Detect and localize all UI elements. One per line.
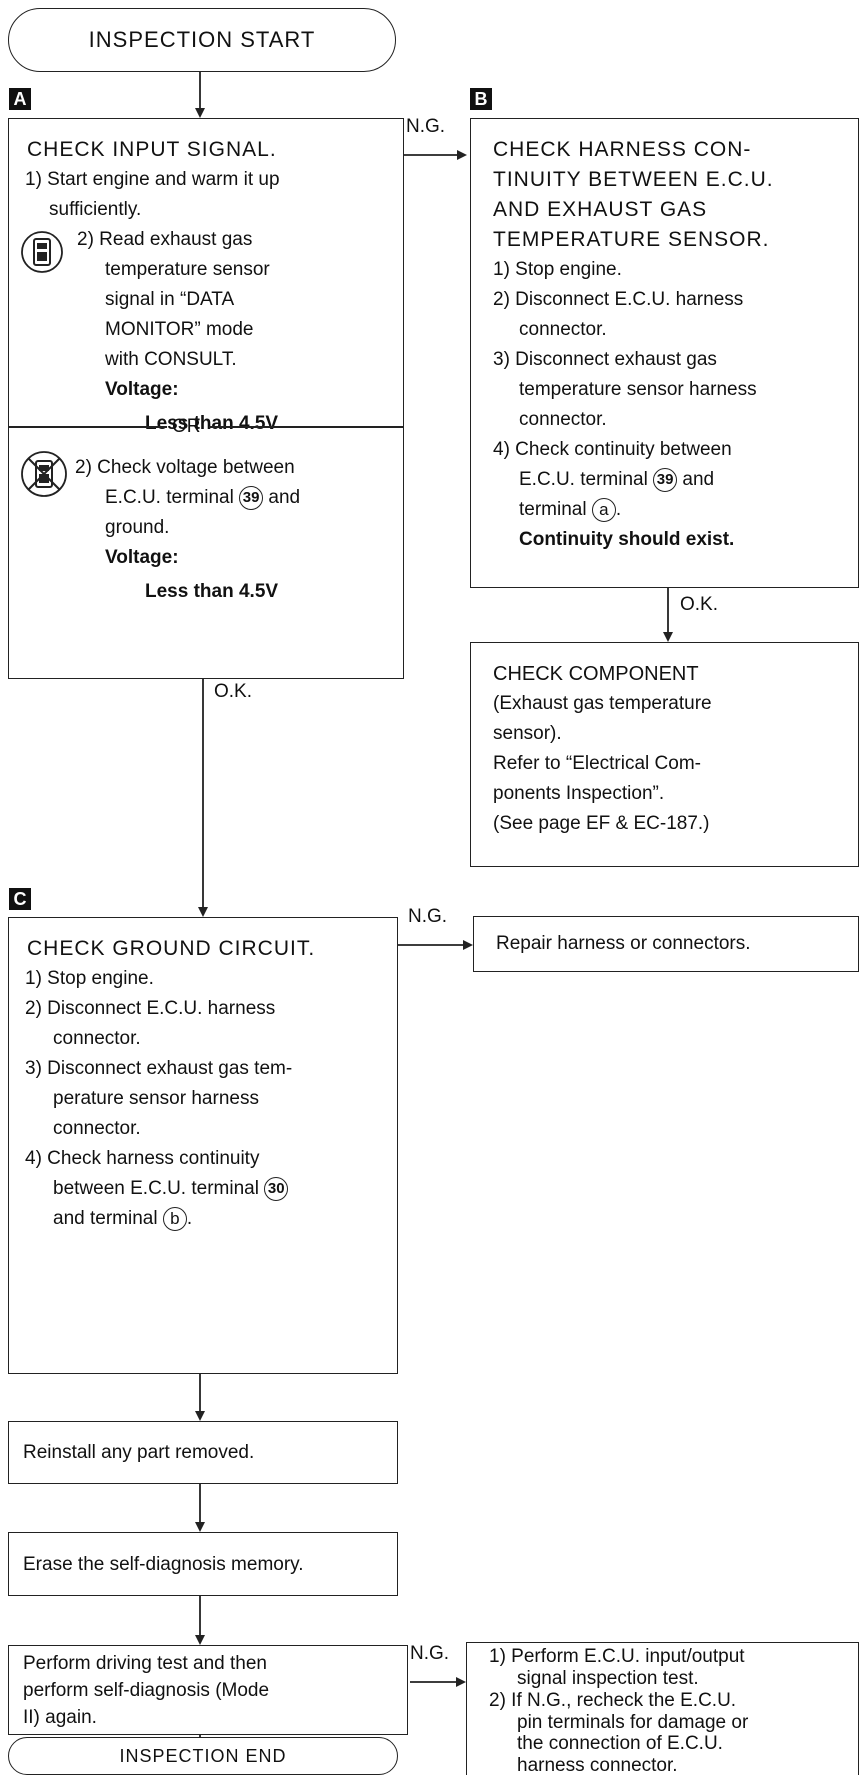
box-c-step4-line3: and terminal b. xyxy=(53,1206,193,1231)
box-b-title-line4: TEMPERATURE SENSOR. xyxy=(493,228,770,251)
box-b-title-line3: AND EXHAUST GAS xyxy=(493,198,708,221)
repair-box: Repair harness or connectors. xyxy=(473,916,859,972)
badge-a: A xyxy=(9,88,31,110)
box-a-voltage-label: Voltage: xyxy=(105,379,179,400)
no-consult-tester-icon xyxy=(19,449,69,504)
erase-box: Erase the self-diagnosis memory. xyxy=(8,1532,398,1596)
box-c-step2-line1: 2) Disconnect E.C.U. harness xyxy=(25,998,276,1019)
drive-line1: Perform driving test and then xyxy=(23,1653,267,1674)
check-component-box: CHECK COMPONENT (Exhaust gas temperature… xyxy=(470,642,859,867)
box-a-alt-line2: E.C.U. terminal 39 and xyxy=(105,483,300,513)
terminal-a-marker: a xyxy=(591,497,616,522)
box-c-step4-line2-text: between E.C.U. terminal xyxy=(53,1178,259,1199)
box-a-step2-line1: 2) Read exhaust gas xyxy=(77,229,253,250)
consult-tester-icon xyxy=(19,229,65,280)
box-b-step4-line3: terminal a. xyxy=(519,497,622,522)
badge-c: C xyxy=(9,888,31,910)
box-a-voltage-value: Less than 4.5V xyxy=(145,413,279,434)
final-line5: the connection of E.C.U. xyxy=(517,1733,723,1754)
check-ground-circuit-box: CHECK GROUND CIRCUIT. 1) Stop engine. 2)… xyxy=(8,917,398,1374)
box-a-alt-voltage-value: Less than 4.5V xyxy=(145,581,279,602)
box-b-step4-line3-text: terminal xyxy=(519,499,587,520)
box-c-step1: 1) Stop engine. xyxy=(25,968,154,989)
box-b-step4-line2-text: E.C.U. terminal xyxy=(519,469,648,490)
box-a-step1-line1: 1) Start engine and warm it up xyxy=(25,169,280,190)
box-c-step3-line1: 3) Disconnect exhaust gas tem- xyxy=(25,1058,293,1079)
box-c-step3-line3: connector. xyxy=(53,1118,141,1139)
box-b-step3-line1: 3) Disconnect exhaust gas xyxy=(493,349,717,370)
box-c-step4-line2: between E.C.U. terminal 30 xyxy=(53,1174,289,1204)
ok-label-b: O.K. xyxy=(680,594,719,615)
box-b-step3-line3: connector. xyxy=(519,409,607,430)
erase-text: Erase the self-diagnosis memory. xyxy=(23,1554,304,1575)
or-divider-left xyxy=(9,426,167,428)
terminal-30-marker: 30 xyxy=(264,1176,289,1201)
terminal-b-marker: b xyxy=(162,1206,187,1231)
box-a-step2-line4: MONITOR” mode xyxy=(105,319,254,340)
terminal-39-marker: 39 xyxy=(239,485,264,510)
check-input-signal-box: CHECK INPUT SIGNAL. 1) Start engine and … xyxy=(8,118,404,679)
start-terminal: INSPECTION START xyxy=(8,8,396,72)
box-b-step3-line2: temperature sensor harness xyxy=(519,379,757,400)
final-line4: pin terminals for damage or xyxy=(517,1712,749,1733)
box-a-title: CHECK INPUT SIGNAL. xyxy=(27,138,277,161)
reinstall-box: Reinstall any part removed. xyxy=(8,1421,398,1484)
ng-label-c: N.G. xyxy=(408,906,448,927)
component-line6: (See page EF & EC-187.) xyxy=(493,813,710,834)
box-b-step2-line1: 2) Disconnect E.C.U. harness xyxy=(493,289,744,310)
ng-label-drive: N.G. xyxy=(410,1643,450,1664)
box-b-step4-line1: 4) Check continuity between xyxy=(493,439,732,460)
drive-line2: perform self-diagnosis (Mode xyxy=(23,1680,270,1701)
box-b-step1: 1) Stop engine. xyxy=(493,259,622,280)
box-a-step1-line2: sufficiently. xyxy=(49,199,142,220)
box-b-title-line2: TINUITY BETWEEN E.C.U. xyxy=(493,168,774,191)
box-b-title-line1: CHECK HARNESS CON- xyxy=(493,138,752,161)
component-line3: sensor). xyxy=(493,723,562,744)
box-a-step2-line3: signal in “DATA xyxy=(105,289,235,310)
end-terminal: INSPECTION END xyxy=(8,1737,398,1775)
box-a-alt-line2-and: and xyxy=(268,487,301,508)
ok-label-a: O.K. xyxy=(214,681,253,702)
box-b-result: Continuity should exist. xyxy=(519,529,735,550)
box-c-title: CHECK GROUND CIRCUIT. xyxy=(27,937,316,960)
box-c-step4-line3-text: and terminal xyxy=(53,1208,158,1229)
box-a-alt-line2-text: E.C.U. terminal xyxy=(105,487,234,508)
start-label: INSPECTION START xyxy=(88,27,316,52)
drive-line3: II) again. xyxy=(23,1707,97,1728)
component-line5: ponents Inspection”. xyxy=(493,783,665,804)
final-line2: signal inspection test. xyxy=(517,1668,699,1689)
or-divider-right xyxy=(209,426,403,428)
component-line1: CHECK COMPONENT xyxy=(493,663,699,685)
terminal-39-marker-b: 39 xyxy=(653,467,678,492)
ng-label-a: N.G. xyxy=(406,116,446,137)
box-a-step2-line2: temperature sensor xyxy=(105,259,270,280)
final-line1: 1) Perform E.C.U. input/output xyxy=(489,1646,745,1667)
component-line2: (Exhaust gas temperature xyxy=(493,693,712,714)
end-label: INSPECTION END xyxy=(119,1745,287,1766)
driving-test-box: Perform driving test and then perform se… xyxy=(8,1645,408,1735)
box-b-step2-line2: connector. xyxy=(519,319,607,340)
box-c-step3-line2: perature sensor harness xyxy=(53,1088,259,1109)
box-a-alt-line1: 2) Check voltage between xyxy=(75,457,295,478)
box-a-alt-voltage-label: Voltage: xyxy=(105,547,179,568)
or-label: OR xyxy=(172,416,201,437)
ecu-inspection-box: 1) Perform E.C.U. input/output signal in… xyxy=(466,1642,859,1776)
box-b-step4-line2-and: and xyxy=(682,469,715,490)
box-c-step2-line2: connector. xyxy=(53,1028,141,1049)
component-line4: Refer to “Electrical Com- xyxy=(493,753,701,774)
badge-b: B xyxy=(470,88,492,110)
final-line3: 2) If N.G., recheck the E.C.U. xyxy=(489,1690,737,1711)
check-harness-continuity-box: CHECK HARNESS CON- TINUITY BETWEEN E.C.U… xyxy=(470,118,859,588)
final-line6: harness connector. xyxy=(517,1755,678,1776)
repair-text: Repair harness or connectors. xyxy=(496,933,751,954)
box-c-step4-line1: 4) Check harness continuity xyxy=(25,1148,260,1169)
box-b-step4-line2: E.C.U. terminal 39 and xyxy=(519,465,714,495)
box-a-alt-line3: ground. xyxy=(105,517,170,538)
box-a-step2-line5: with CONSULT. xyxy=(105,349,237,370)
reinstall-text: Reinstall any part removed. xyxy=(23,1442,255,1463)
